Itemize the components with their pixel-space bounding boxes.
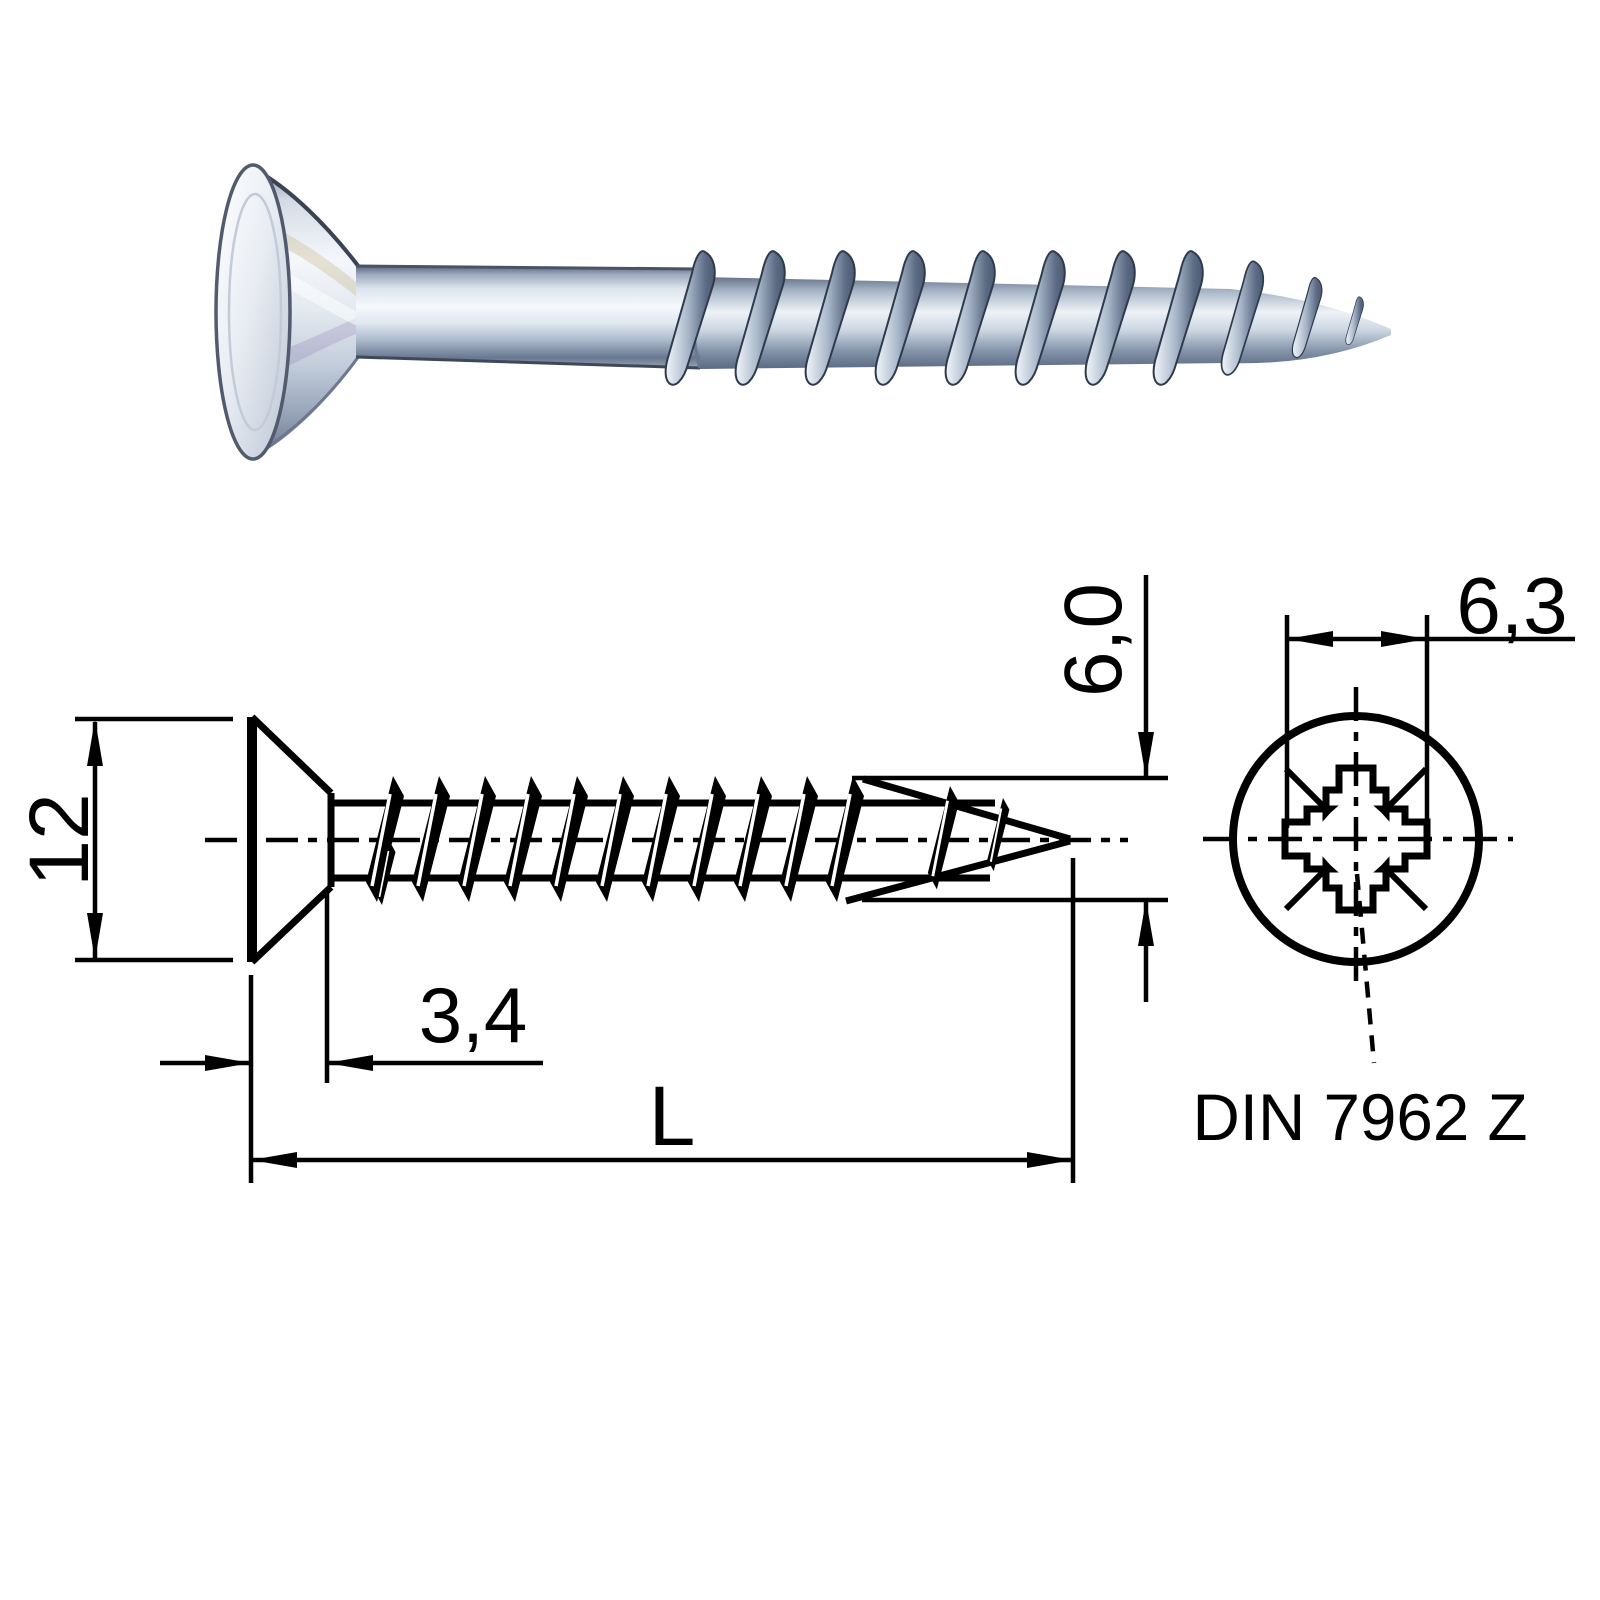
pozidriv-tick	[1283, 865, 1330, 912]
standard-label: DIN 7962 Z	[1193, 1080, 1528, 1154]
tip-envelope-top	[862, 775, 1071, 843]
dimension-head-height	[160, 893, 543, 1183]
head-cone-bottom	[249, 884, 334, 965]
head-height-label: 3,4	[419, 971, 527, 1059]
photo-shank	[356, 266, 700, 368]
photo-head-face	[214, 163, 292, 461]
photo-head-face-inner	[227, 192, 283, 432]
arrowhead	[251, 1152, 297, 1168]
pozidriv-tick	[1382, 766, 1429, 813]
pozidriv-tick-marks	[1283, 766, 1429, 912]
arrowhead	[327, 1055, 373, 1071]
dimension-length	[251, 858, 1076, 1183]
photo-shank-top-edge	[355, 264, 701, 271]
dimension-recess-width	[1284, 615, 1575, 828]
recess-width-label: 6,3	[1456, 561, 1567, 650]
pozidriv-recess-icon	[1281, 764, 1431, 914]
arrowhead	[1027, 1152, 1073, 1168]
side-view: 12 3,4 L	[12, 575, 1168, 1183]
thread-diameter-label: 6,0	[1048, 583, 1139, 697]
head-cone-top	[249, 714, 334, 796]
arrowhead	[205, 1055, 251, 1071]
arrowhead	[1287, 631, 1333, 647]
pozidriv-tick	[1382, 865, 1429, 912]
arrowhead	[1138, 900, 1154, 946]
arrowhead	[1381, 631, 1427, 647]
dimension-thread-diameter	[852, 575, 1168, 1002]
head-diameter-label: 12	[12, 793, 106, 886]
technical-drawing: 12 3,4 L	[12, 561, 1575, 1183]
tip-envelope-bottom	[845, 837, 1071, 905]
length-label: L	[649, 1069, 696, 1163]
screw-photo	[214, 163, 1391, 461]
end-view: 6,3 DIN 7962 Z	[1193, 561, 1575, 1154]
pozidriv-tick	[1283, 766, 1330, 813]
photo-shank-bottom-edge	[355, 355, 701, 370]
arrowhead	[87, 719, 103, 766]
leader-line	[1354, 873, 1377, 1064]
arrowhead	[1138, 732, 1154, 778]
arrowhead	[87, 913, 103, 960]
dimension-head-diameter	[75, 716, 233, 963]
